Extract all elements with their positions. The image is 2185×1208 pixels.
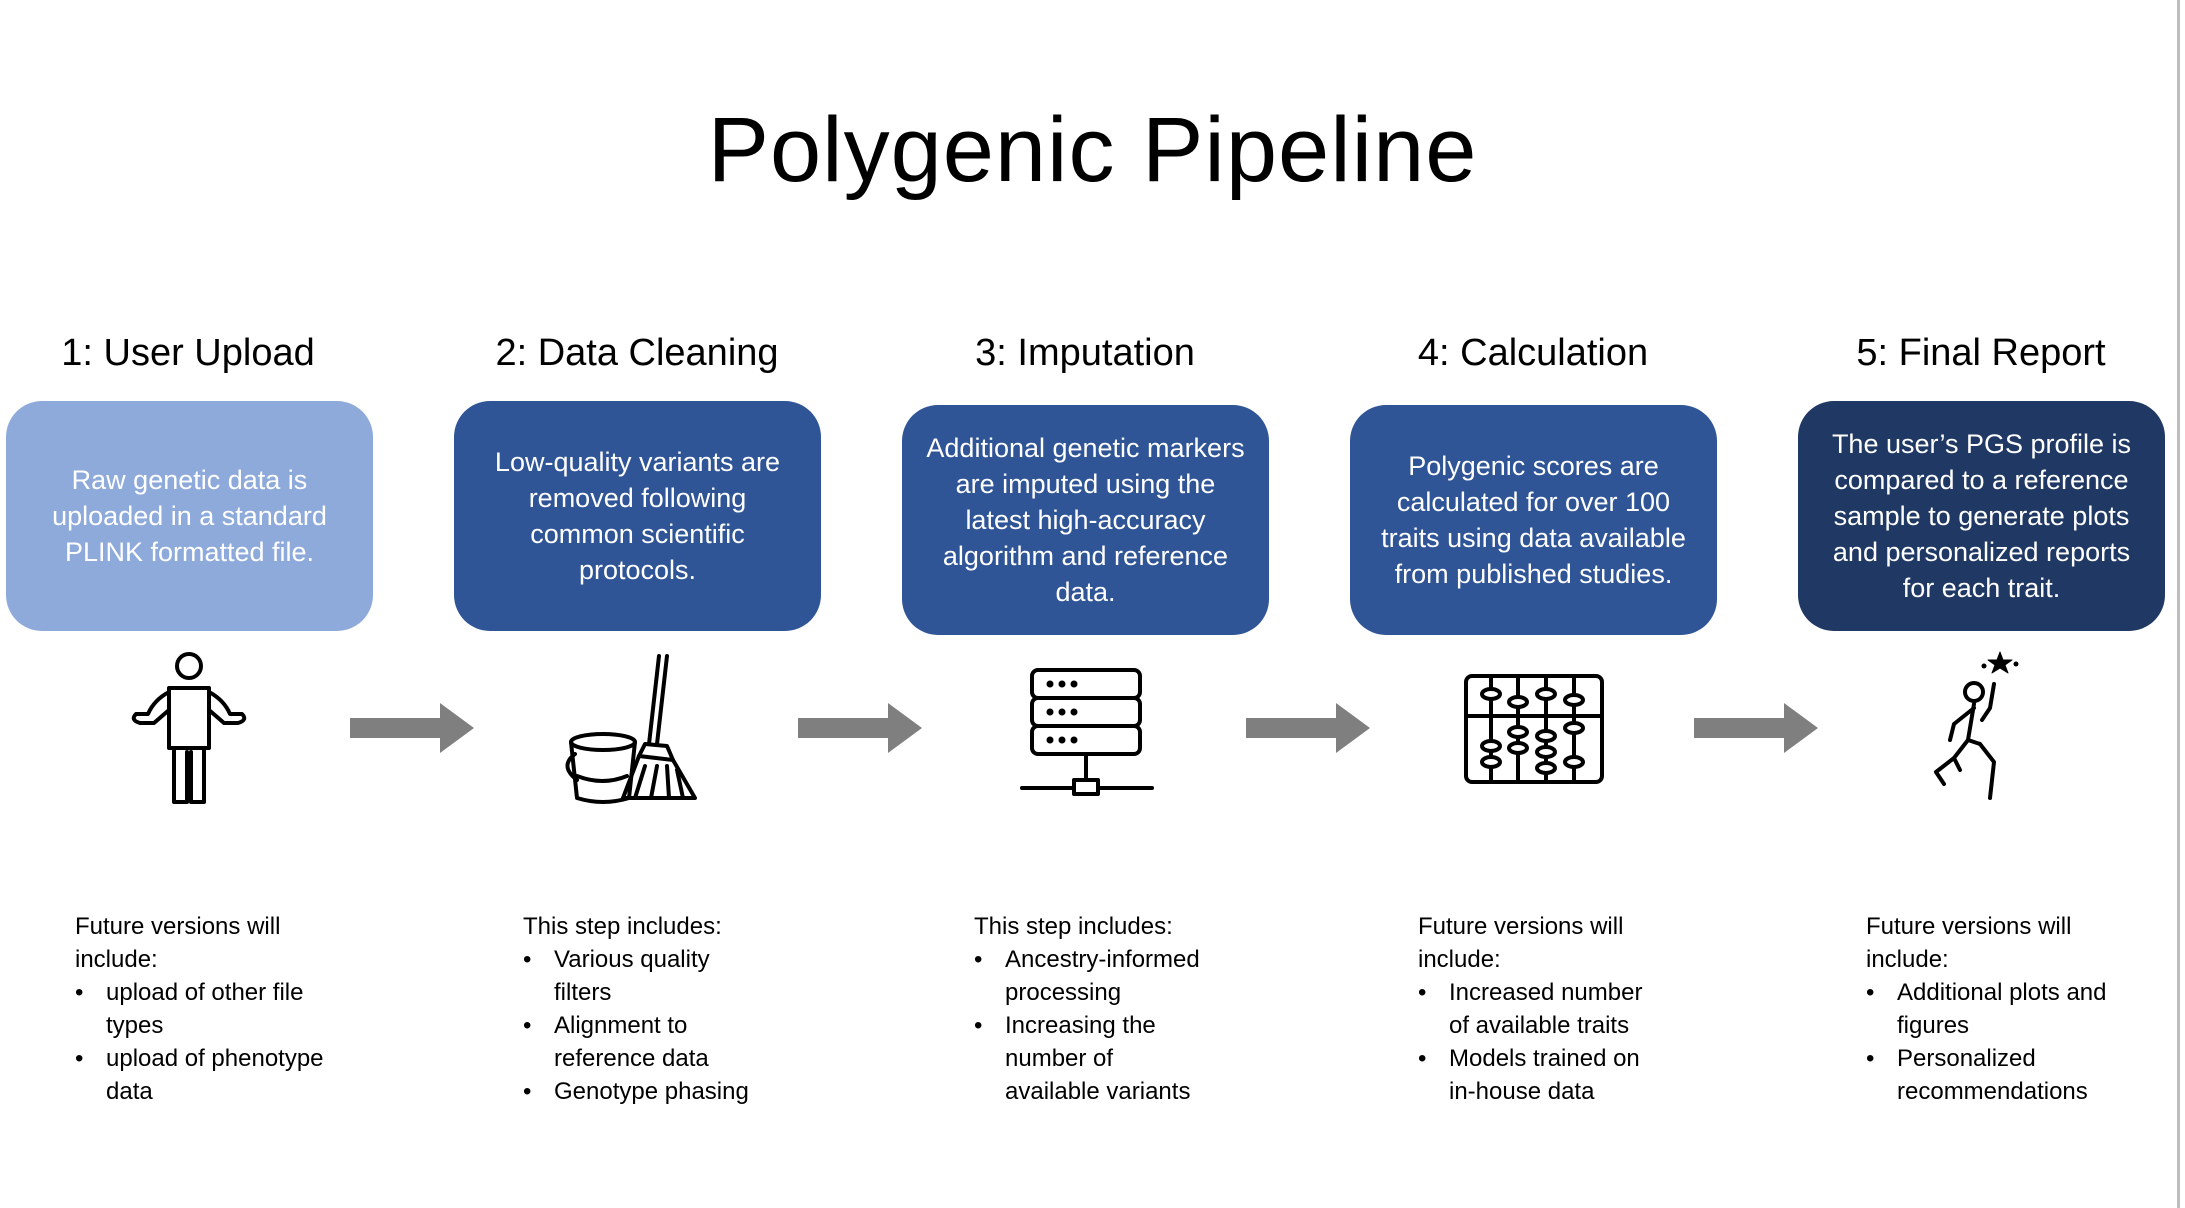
page-title: Polygenic Pipeline [707,99,1478,201]
flow-arrow-2-to-3 [798,703,922,753]
server-network-icon [1012,658,1162,828]
step-5-description: The user’s PGS profile is compared to a … [1831,429,2132,603]
abacus-icon [1460,650,1610,820]
step-4-note-item: Increased number of available traits [1418,976,1668,1042]
step-2-title: 2: Data Cleaning [495,332,779,374]
step-3-notes: This step includes: Ancestry-informed pr… [974,910,1214,1108]
step-5-title: 5: Final Report [1856,332,2106,374]
step-4-box: Polygenic scores are calculated for over… [1350,405,1717,635]
step-1-box: Raw genetic data is uploaded in a standa… [6,401,373,631]
step-2-note-item: Alignment to reference data [523,1009,763,1075]
step-2-box: Low-quality variants are removed followi… [454,401,821,631]
step-4-notes-heading: Future versions will include: [1418,913,1624,973]
step-1-notes: Future versions will include: upload of … [75,910,325,1108]
step-4-title: 4: Calculation [1417,332,1649,374]
step-1-notes-heading: Future versions will include: [75,913,281,973]
person-reaching-star-icon [1908,648,2058,818]
step-1-title: 1: User Upload [61,332,315,374]
step-4-notes: Future versions will include: Increased … [1418,910,1668,1108]
step-5-box: The user’s PGS profile is compared to a … [1798,401,2165,631]
step-1-description: Raw genetic data is uploaded in a standa… [52,465,327,567]
step-2-note-item: Various quality filters [523,943,763,1009]
flow-arrow-3-to-4 [1246,703,1370,753]
bucket-broom-icon [563,648,713,818]
step-2-description: Low-quality variants are removed followi… [494,447,781,585]
step-1-note-item: upload of other file types [75,976,325,1042]
step-3-note-item: Ancestry-informed processing [974,943,1214,1009]
step-3-note-item: Increasing the number of available varia… [974,1009,1214,1108]
step-2-notes: This step includes: Various quality filt… [523,910,763,1108]
step-3-box: Additional genetic markers are imputed u… [902,405,1269,635]
step-5-notes: Future versions will include: Additional… [1866,910,2126,1108]
person-shrug-icon [114,648,264,818]
step-1-note-item: upload of phenotype data [75,1042,325,1108]
step-4-note-item: Models trained on in-house data [1418,1042,1668,1108]
flow-arrow-4-to-5 [1694,703,1818,753]
step-5-note-item: Additional plots and figures [1866,976,2126,1042]
step-3-description: Additional genetic markers are imputed u… [926,433,1245,607]
step-5-note-item: Personalized recommendations [1866,1042,2126,1108]
step-2-notes-heading: This step includes: [523,913,722,940]
step-5-notes-heading: Future versions will include: [1866,913,2072,973]
step-3-notes-heading: This step includes: [974,913,1173,940]
step-2-note-item: Genotype phasing [523,1075,763,1108]
flow-arrow-1-to-2 [350,703,474,753]
step-3-title: 3: Imputation [975,332,1195,374]
scrollbar[interactable] [2177,0,2180,1208]
step-4-description: Polygenic scores are calculated for over… [1381,451,1686,589]
